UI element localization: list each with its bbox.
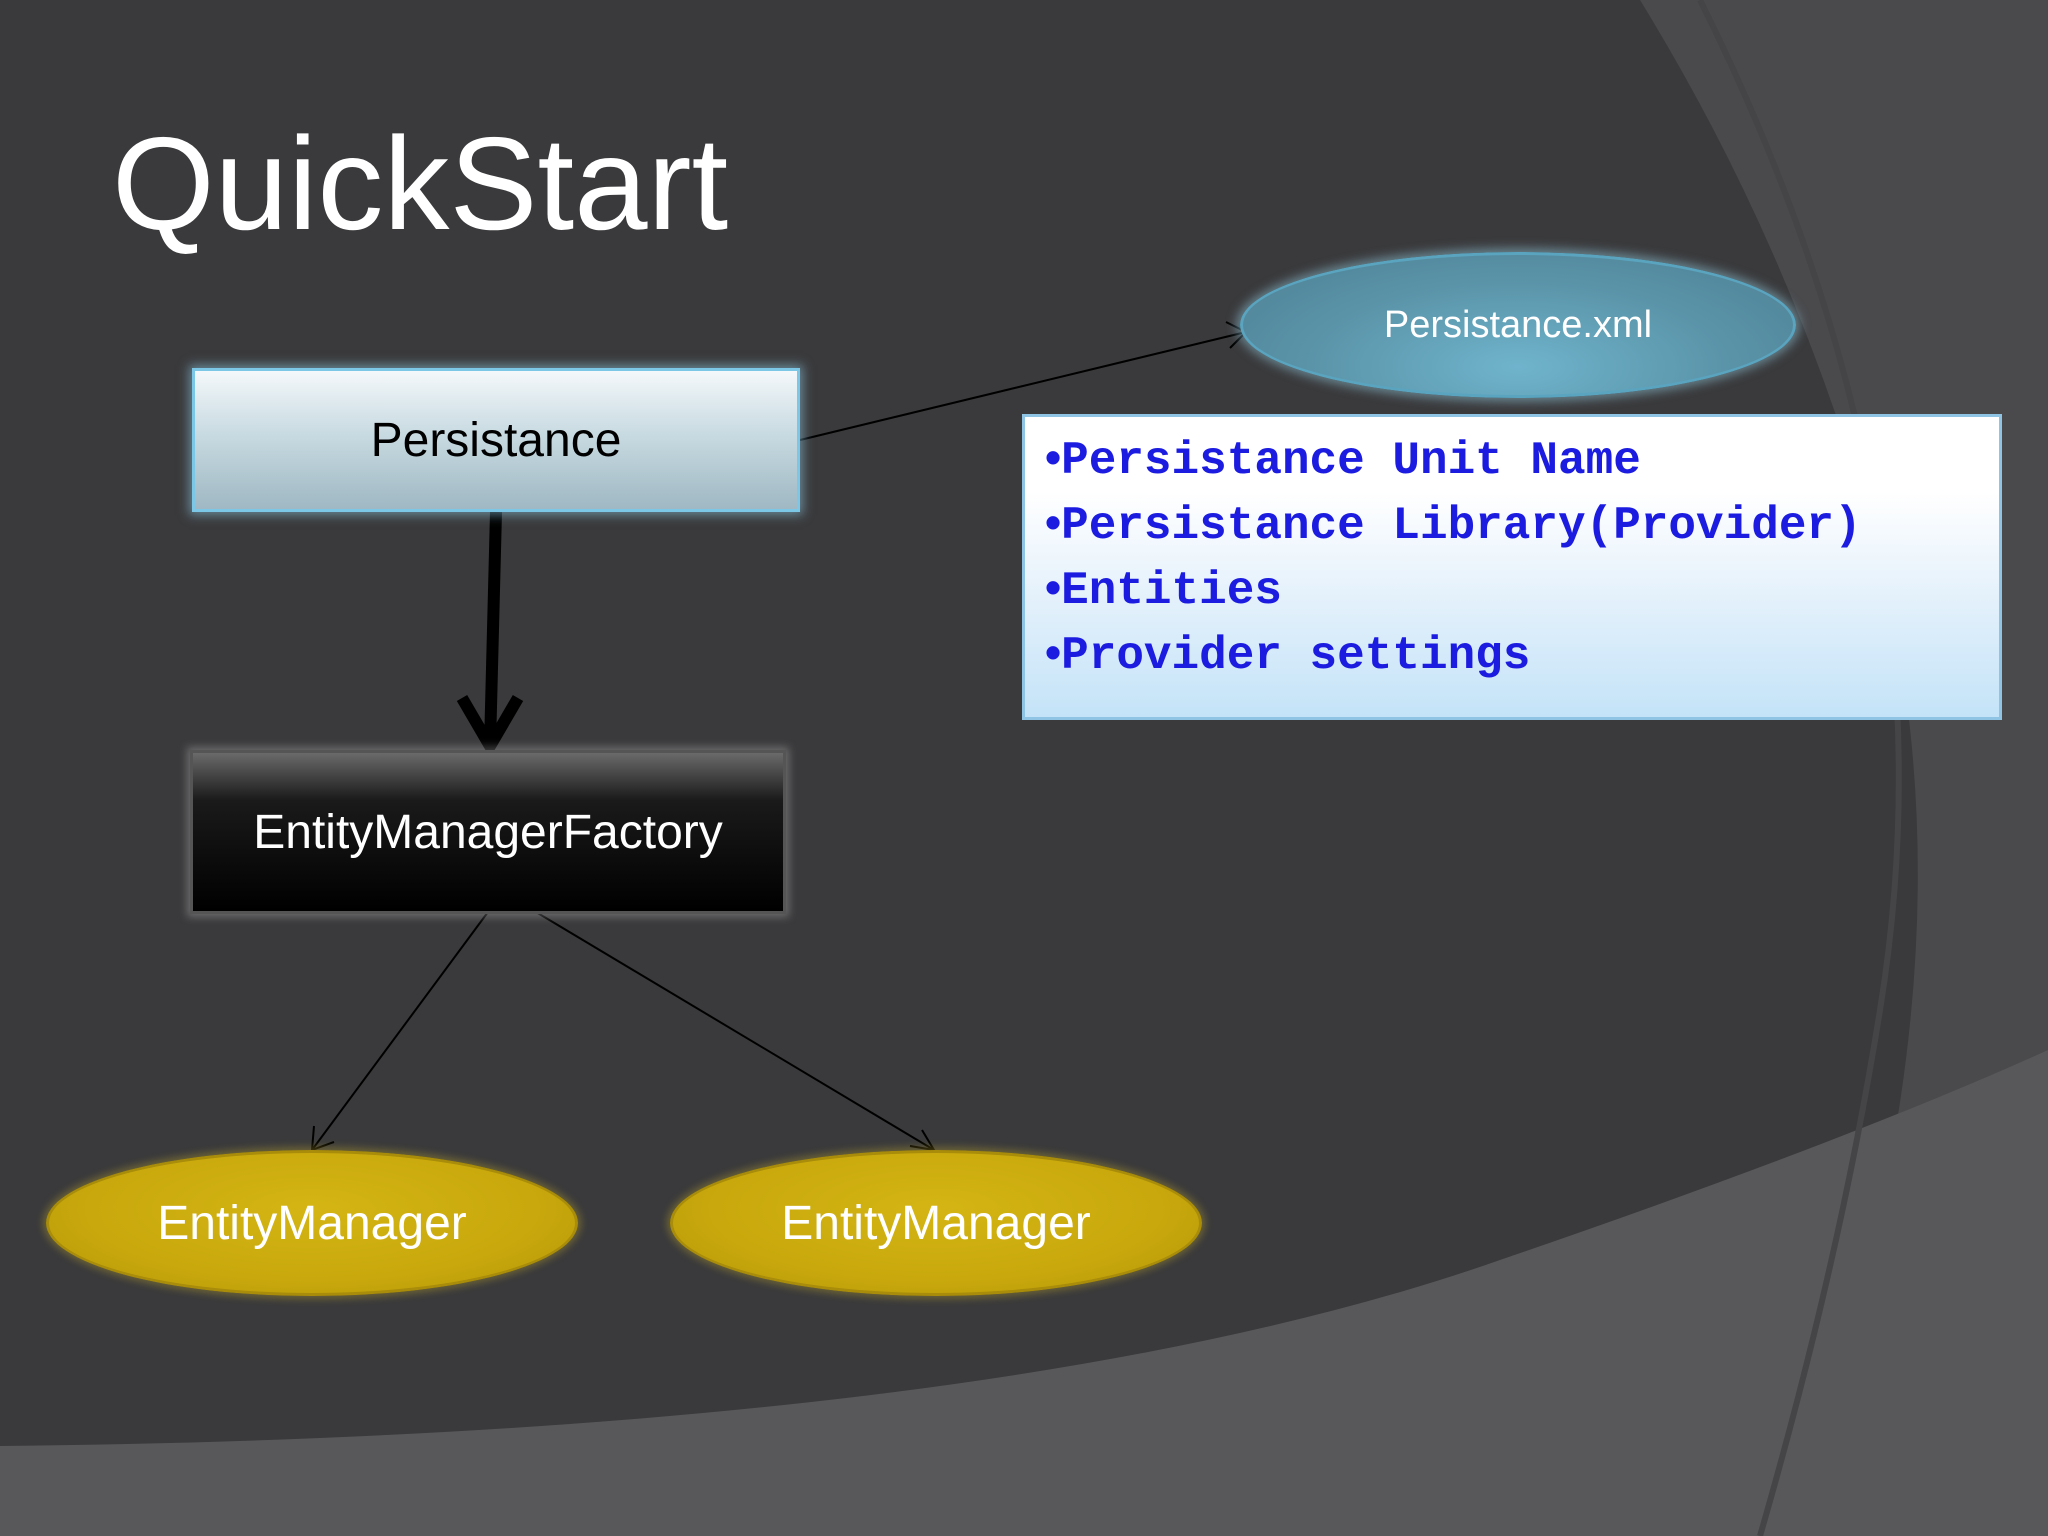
bullet: •	[1045, 561, 1062, 613]
bullet: •	[1045, 431, 1062, 483]
entity-manager-factory-node: EntityManagerFactory	[190, 750, 786, 914]
details-item-text: Provider settings	[1061, 630, 1531, 682]
background-arc-bottom	[0, 1050, 2048, 1536]
persistance-xml-details: •Persistance Unit Name •Persistance Libr…	[1022, 414, 2002, 720]
details-item: •Provider settings	[1045, 622, 1999, 687]
details-item: •Persistance Library(Provider)	[1045, 492, 1999, 557]
details-list: •Persistance Unit Name •Persistance Libr…	[1045, 427, 1999, 687]
bullet: •	[1045, 496, 1062, 548]
entity-manager-node-right: EntityManager	[670, 1150, 1202, 1296]
entity-manager-factory-label: EntityManagerFactory	[253, 805, 723, 859]
persistance-node: Persistance	[192, 368, 800, 512]
details-item: •Entities	[1045, 557, 1999, 622]
persistance-label: Persistance	[370, 413, 622, 467]
entity-manager-label-right: EntityManager	[781, 1196, 1091, 1250]
persistance-xml-label: Persistance.xml	[1383, 303, 1653, 346]
entity-manager-node-left: EntityManager	[46, 1150, 578, 1296]
details-item: •Persistance Unit Name	[1045, 427, 1999, 492]
entity-manager-label-left: EntityManager	[157, 1196, 467, 1250]
details-item-text: Entities	[1061, 565, 1282, 617]
background-arc-outline	[1697, 0, 1902, 1536]
bullet: •	[1045, 626, 1062, 678]
persistance-xml-node: Persistance.xml	[1240, 252, 1796, 398]
details-item-text: Persistance Unit Name	[1061, 435, 1641, 487]
details-item-text: Persistance Library(Provider)	[1061, 500, 1862, 552]
slide-title: QuickStart	[112, 110, 729, 257]
